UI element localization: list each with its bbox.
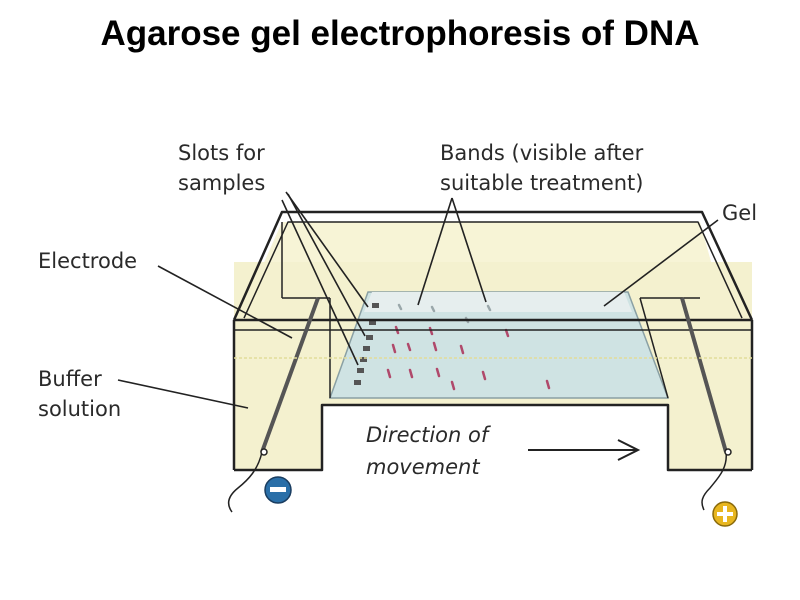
electrode-label: Electrode [38, 249, 137, 273]
plus-terminal-icon [712, 501, 738, 527]
negative-connector [260, 448, 268, 456]
gel-label: Gel [722, 201, 757, 225]
sample-slot [357, 368, 364, 373]
sample-slot [360, 357, 367, 362]
bands-label-line1: Bands (visible after [440, 141, 644, 165]
dna-band [428, 326, 434, 336]
dna-band [432, 341, 438, 352]
sample-slot [372, 303, 379, 308]
dna-band [435, 367, 441, 378]
negative-wire [227, 451, 263, 513]
gel-top-light [364, 292, 632, 312]
pointer-lines [117, 191, 719, 409]
dna-band [545, 379, 551, 390]
slots-label-line2: samples [178, 171, 265, 195]
page-title: Agarose gel electrophoresis of DNA [100, 14, 700, 53]
dna-band [450, 380, 456, 391]
direction-label-line2: movement [366, 455, 480, 479]
dna-band [391, 343, 397, 354]
direction-label-line1: Direction of [366, 423, 492, 447]
positive-connector [724, 448, 732, 456]
dna-band [386, 368, 392, 379]
dna-band [504, 328, 510, 338]
buffer-label-line2: solution [38, 397, 121, 421]
right-electrode [680, 297, 728, 453]
bands-label-line2: suitable treatment) [440, 171, 644, 195]
right-arrow-icon [528, 439, 641, 461]
buffer-label-line1: Buffer [38, 367, 102, 391]
sample-slots [354, 303, 379, 385]
tank-outline [232, 210, 754, 472]
positive-wire [701, 451, 727, 511]
dna-band [397, 303, 403, 311]
dna-band [408, 368, 414, 379]
dna-band [430, 305, 436, 313]
dna-band [406, 342, 412, 352]
dna-band [481, 370, 487, 381]
sample-slot [369, 320, 376, 325]
dna-band [486, 304, 492, 312]
minus-terminal-icon [264, 476, 292, 504]
sample-slot [354, 380, 361, 385]
slots-label-line1: Slots for [178, 141, 265, 165]
dna-bands [386, 303, 551, 391]
dna-band [459, 344, 465, 355]
sample-slot [363, 346, 370, 351]
sample-slot [366, 335, 373, 340]
left-electrode [260, 297, 320, 453]
